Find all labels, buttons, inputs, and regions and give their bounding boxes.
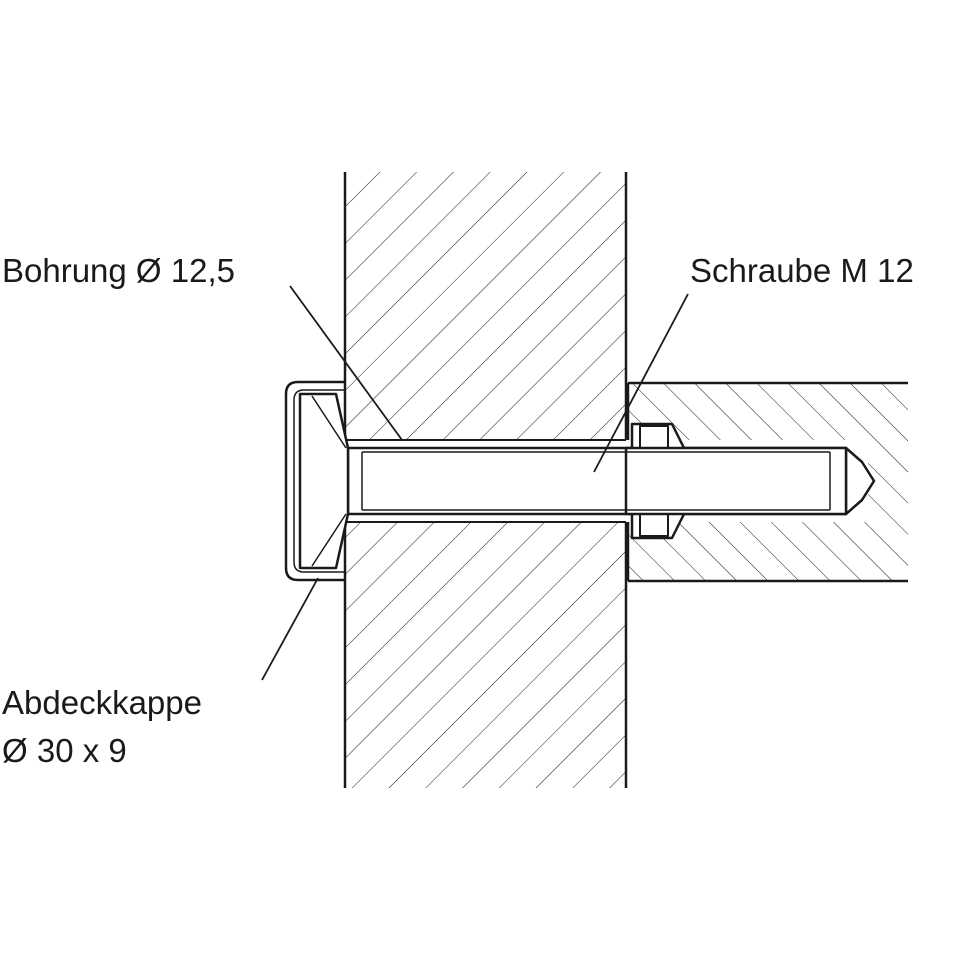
leader-abdeckkappe: [261, 577, 319, 681]
label-bohrung: Bohrung Ø 12,5: [2, 252, 235, 289]
cover-cap: [284, 380, 345, 582]
label-schraube: Schraube M 12: [690, 252, 914, 289]
label-abdeckkappe-size: Ø 30 x 9: [2, 732, 127, 769]
screw-head: [298, 392, 350, 570]
leader-lines: [261, 285, 689, 681]
bore-hole: [345, 439, 626, 523]
leader-bohrung: [289, 285, 403, 441]
leader-schraube: [593, 293, 689, 473]
label-abdeckkappe: Abdeckkappe: [2, 684, 202, 721]
screw: [346, 422, 876, 540]
